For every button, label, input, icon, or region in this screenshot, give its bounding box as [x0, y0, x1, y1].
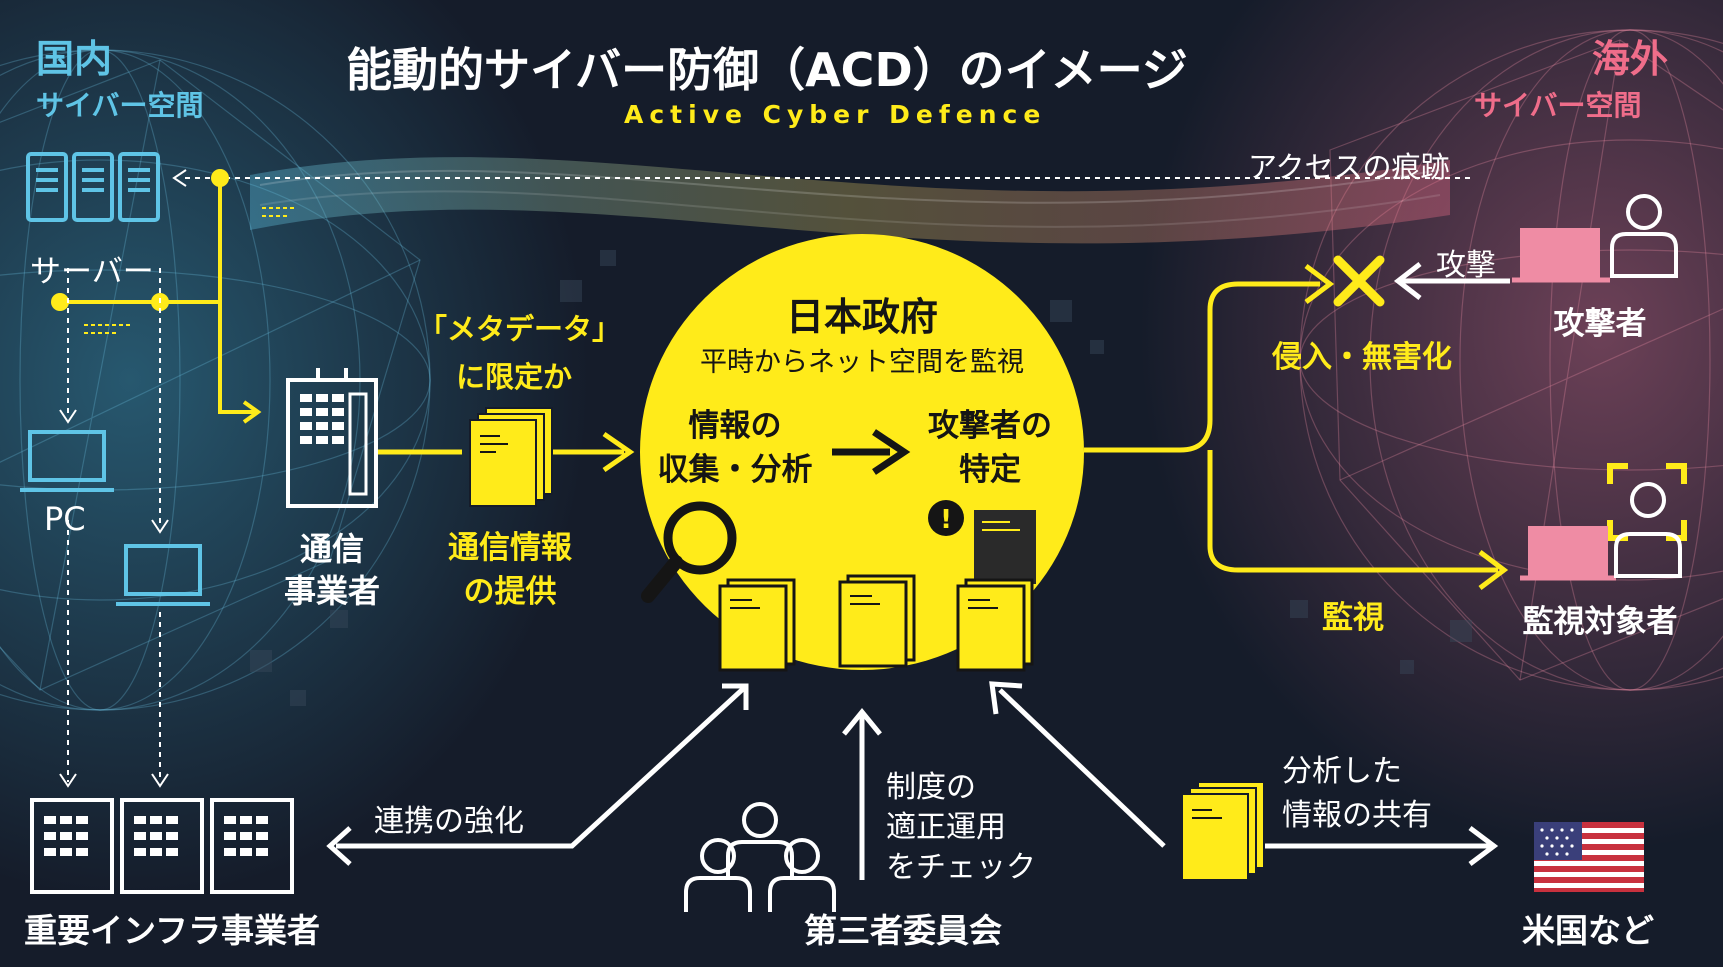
government-title: 日本政府	[785, 295, 938, 339]
overseas-globe	[1140, 0, 1723, 850]
overseas-label: 海外	[1592, 37, 1669, 81]
critical-infra-windows	[44, 816, 268, 856]
access-trace-arrowhead	[172, 169, 187, 187]
oversight-arrow	[842, 708, 882, 880]
neutralize-label: 侵入・無害化	[1272, 340, 1452, 375]
sharing-line1: 分析した	[1282, 754, 1402, 789]
telecom-info-line1: 通信情報	[448, 530, 572, 566]
sharing-arrows	[989, 681, 1499, 866]
domestic-label: 国内	[36, 37, 113, 81]
document-stack-sharing	[1181, 781, 1265, 881]
document-stack-telecom	[469, 407, 553, 507]
diagram-title: 能動的サイバー防御（ACD）のイメージ	[346, 43, 1188, 97]
sharing-line2: 情報の共有	[1282, 798, 1432, 833]
neutralize-x-icon	[1333, 255, 1385, 307]
monitored-person-icon	[1520, 463, 1687, 581]
monitored-label: 監視対象者	[1522, 604, 1678, 640]
identify-attacker-line2: 特定	[959, 452, 1021, 488]
telecom-building-icon	[286, 368, 378, 508]
collect-analyze-line1: 情報の	[688, 408, 782, 444]
intercept-arrowhead	[242, 400, 262, 424]
domestic-dotted-flows	[67, 268, 161, 782]
neutralize-arrowhead	[1304, 264, 1335, 304]
domestic-dotted-arrowheads	[59, 409, 169, 788]
monitor-arrowhead	[1478, 550, 1509, 590]
metadata-snippets-left	[84, 207, 296, 334]
pc-label: PC	[44, 500, 86, 538]
server-icon	[26, 152, 160, 222]
attacker-icon	[1512, 194, 1678, 283]
diagram-subtitle: Active Cyber Defence	[624, 100, 1047, 129]
collect-analyze-line2: 収集・分析	[657, 452, 813, 488]
tap-points	[51, 169, 229, 311]
laptop-icon	[116, 544, 210, 606]
oversight-line2: 適正運用	[886, 810, 1006, 845]
cooperation-label: 連携の強化	[374, 804, 524, 839]
telecom-label-line2: 事業者	[283, 572, 380, 610]
server-label: サーバー	[30, 254, 154, 290]
monitor-label: 監視	[1322, 600, 1384, 636]
svg-text:!: !	[940, 505, 952, 535]
oversight-line1: 制度の	[886, 770, 976, 805]
action-branch-lines	[1084, 281, 1498, 573]
identify-attacker-line1: 攻撃者の	[928, 408, 1052, 444]
metadata-note-line1: 「メタデータ」	[418, 312, 622, 346]
cooperation-arrow	[326, 683, 749, 866]
government-circle: !	[640, 234, 1084, 672]
telecom-info-line2: の提供	[463, 574, 557, 610]
access-trace-label: アクセスの痕跡	[1248, 150, 1450, 184]
government-subtitle: 平時からネット空間を監視	[700, 347, 1024, 378]
attack-arrowhead	[1393, 262, 1422, 300]
critical-infra-building-icon	[30, 798, 294, 894]
telecom-label-line1: 通信	[299, 530, 364, 568]
attack-label: 攻撃	[1436, 248, 1496, 283]
overseas-sublabel: サイバー空間	[1474, 89, 1642, 122]
domestic-sublabel: サイバー空間	[36, 89, 204, 122]
critical-infra-label: 重要インフラ事業者	[24, 911, 321, 950]
pc-icon	[20, 430, 114, 492]
us-label: 米国など	[1522, 911, 1654, 950]
pixel-squares	[250, 250, 1472, 706]
third-party-label: 第三者委員会	[804, 911, 1002, 950]
oversight-line3: をチェック	[886, 850, 1036, 885]
attacker-label: 攻撃者	[1553, 306, 1647, 342]
metadata-note-line2: に限定か	[455, 360, 572, 394]
intercept-lines	[60, 178, 255, 414]
provide-arrowhead	[602, 431, 635, 473]
domestic-globe	[0, 0, 590, 900]
committee-people-icon	[684, 802, 836, 912]
us-flag-icon	[1534, 822, 1644, 892]
